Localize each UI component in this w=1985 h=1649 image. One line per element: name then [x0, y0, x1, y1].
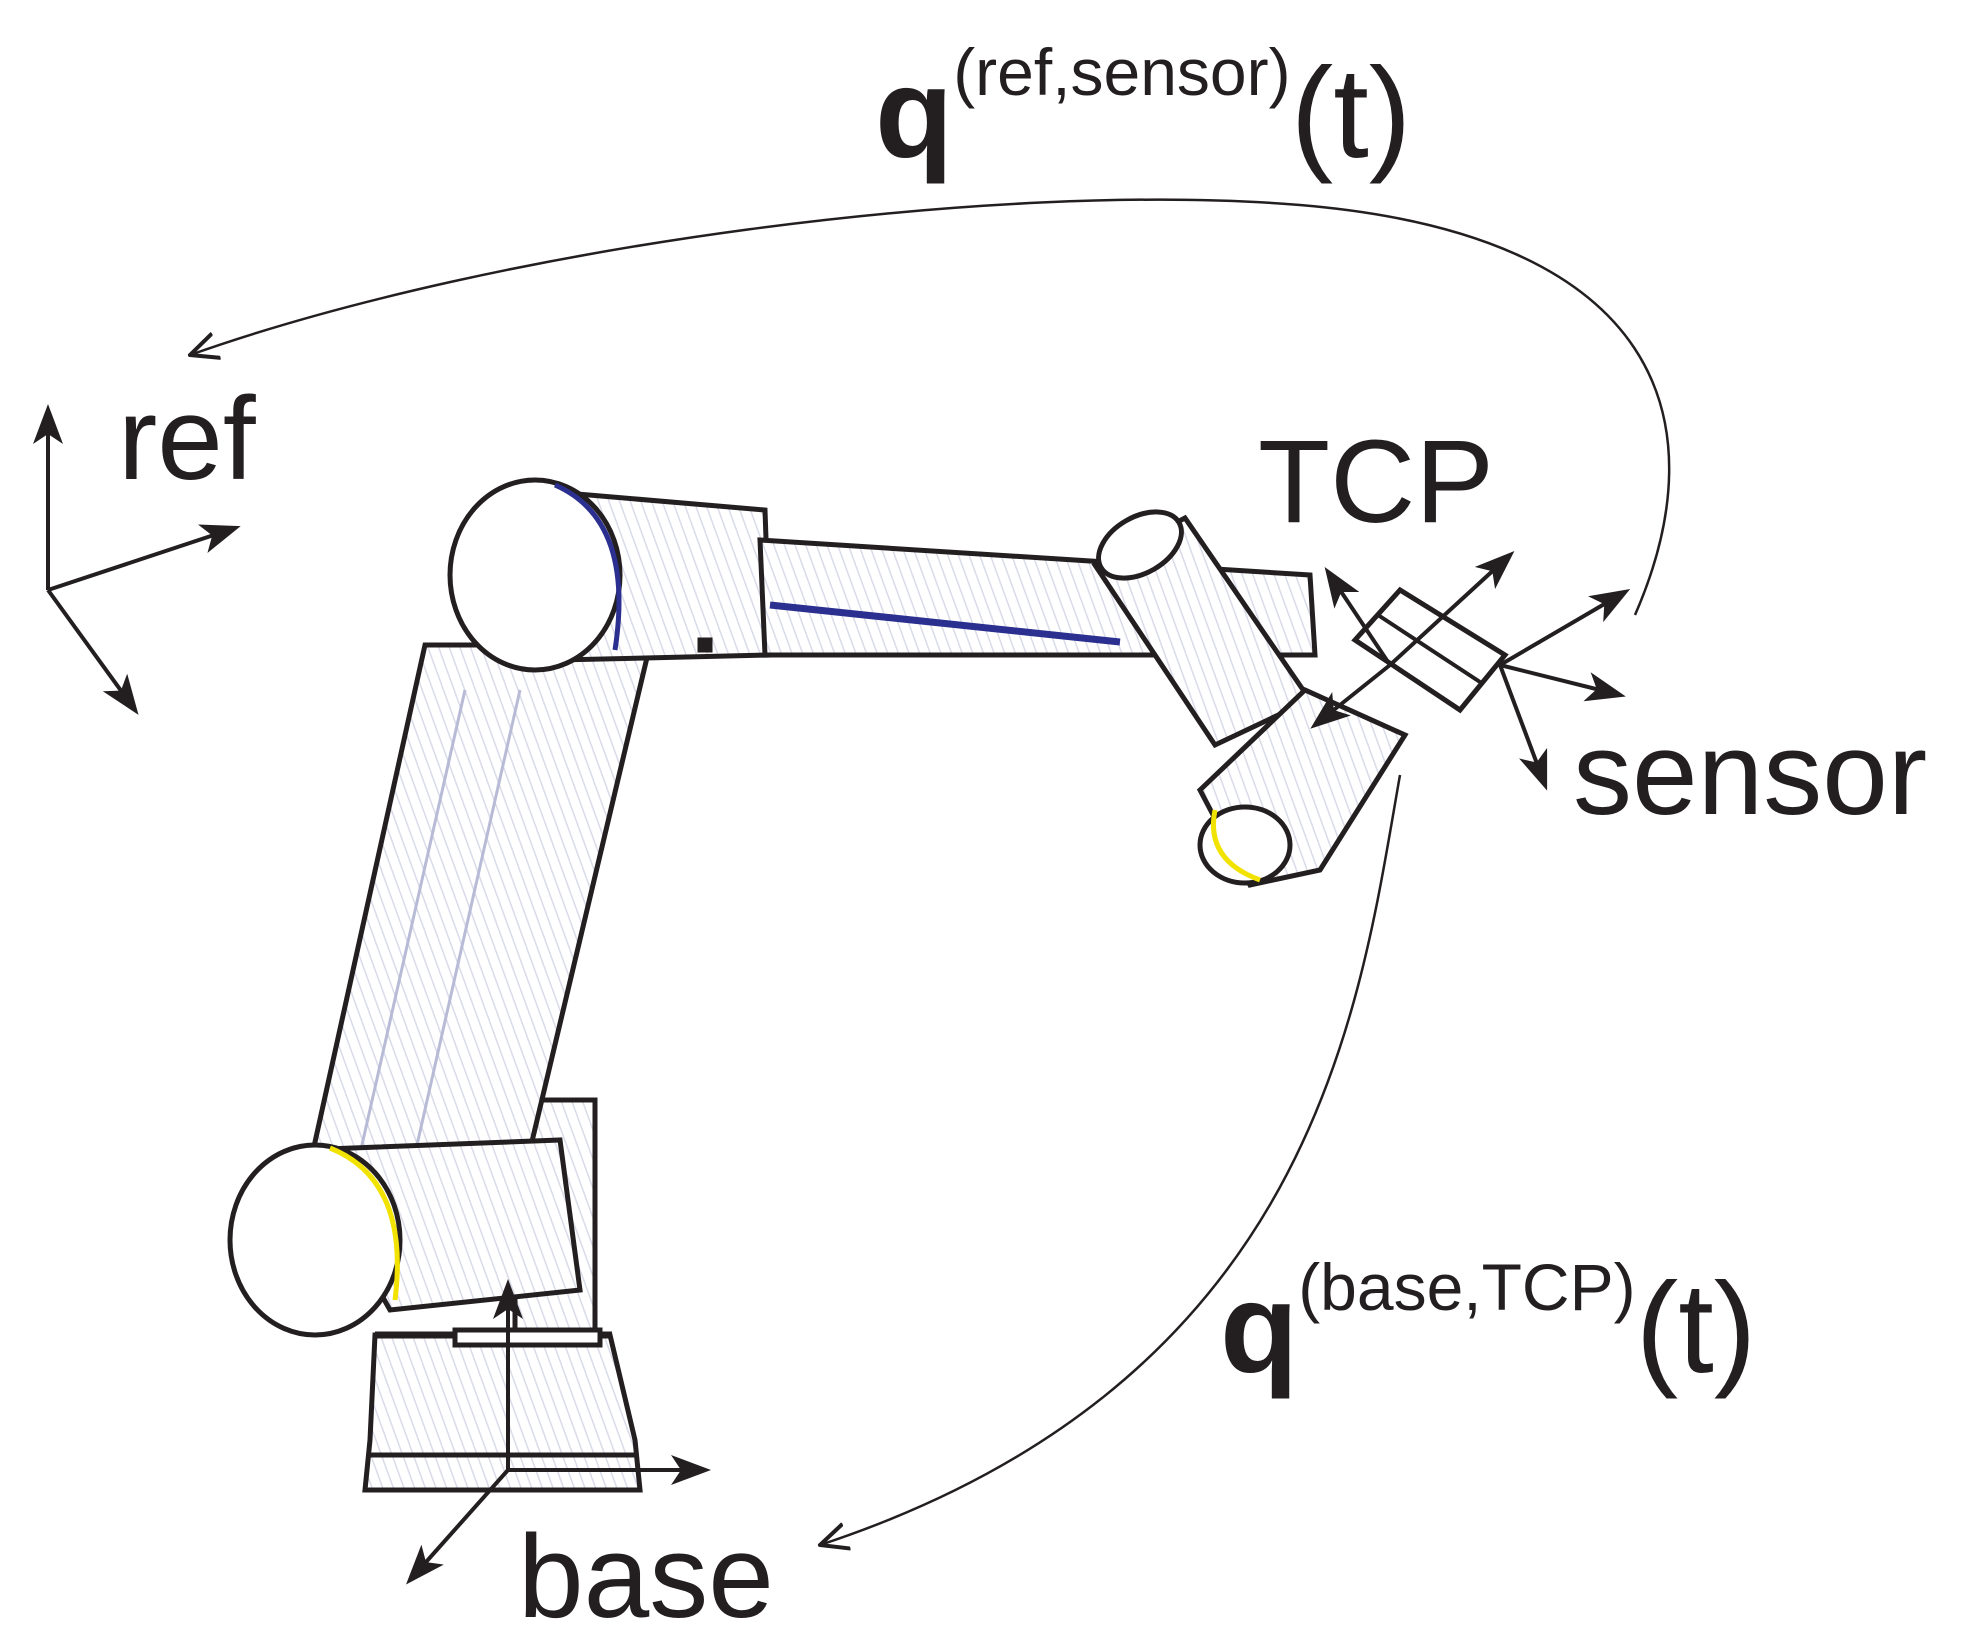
q-ref-sensor-symbol: q [875, 42, 954, 185]
ref-frame-axes [33, 404, 241, 715]
q-ref-sensor-superscript: (ref,sensor) [953, 35, 1291, 109]
q-base-tcp-argument: (t) [1635, 1257, 1757, 1400]
robot-arm [227, 477, 1509, 1493]
robot-shoulder-joint [227, 1142, 403, 1338]
ref-sensor-transform-arc [190, 198, 1671, 616]
base-label: base [518, 1511, 774, 1643]
base-tcp-transform-arc [820, 774, 1402, 1545]
tcp-frame-axes [1310, 550, 1515, 729]
tcp-label: TCP [1258, 416, 1494, 548]
q-base-tcp-superscript: (base,TCP) [1298, 1250, 1636, 1324]
ref-label: ref [118, 373, 256, 505]
sensor-label: sensor [1573, 708, 1928, 840]
robot-elbow-joint [447, 477, 623, 673]
q-ref-sensor-label: q(ref,sensor)(t) [875, 39, 1411, 178]
q-base-tcp-symbol: q [1220, 1257, 1299, 1400]
q-ref-sensor-argument: (t) [1290, 42, 1412, 185]
sensor-frame-axes [1498, 588, 1631, 791]
robot-base-pedestal [362, 1332, 643, 1493]
base-frame-axes [406, 1279, 711, 1585]
q-base-tcp-label: q(base,TCP)(t) [1220, 1254, 1756, 1393]
